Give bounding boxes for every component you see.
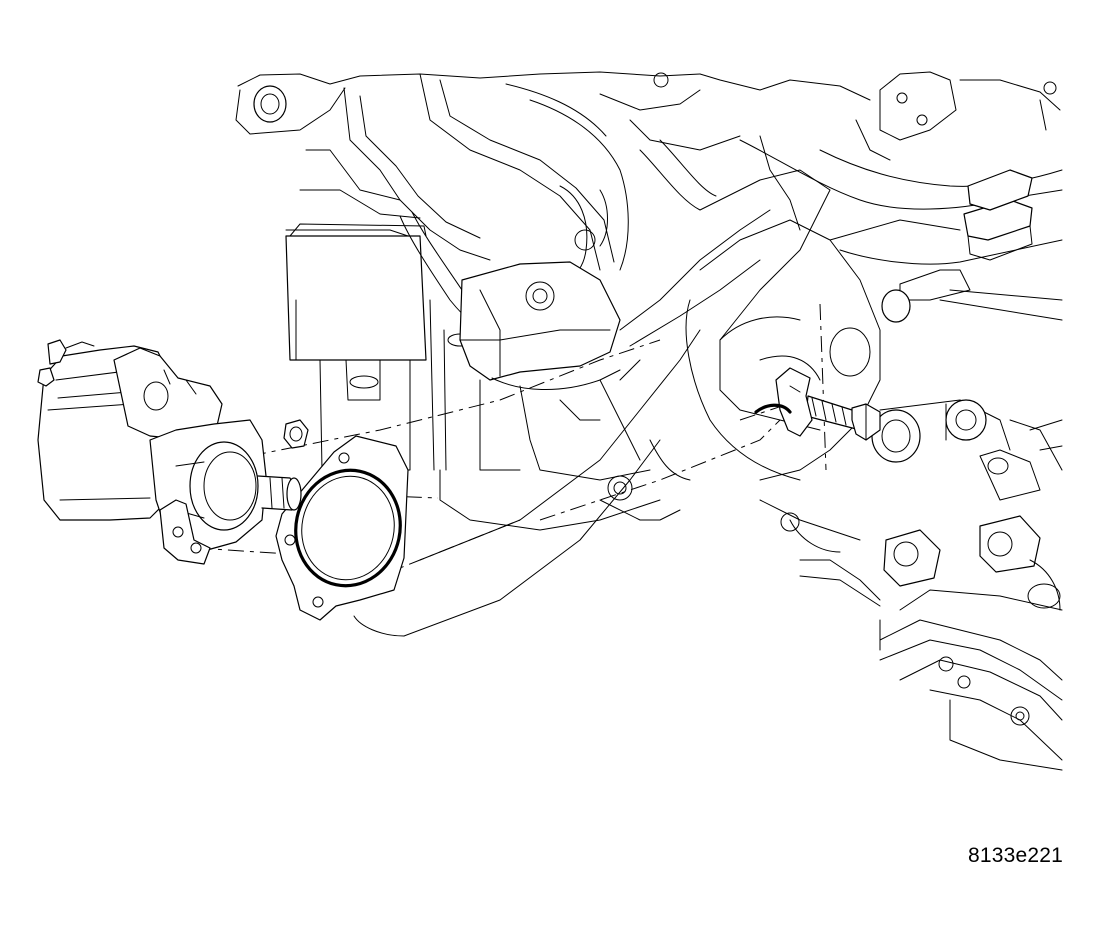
nut bbox=[283, 419, 309, 449]
subframe-outline bbox=[353, 139, 831, 637]
starter-motor bbox=[37, 339, 302, 565]
wire-clip bbox=[754, 367, 813, 437]
transmission-housing bbox=[685, 71, 1063, 771]
mounting-plate bbox=[275, 435, 409, 621]
engine-block bbox=[235, 71, 741, 531]
figure-code: 8133e221 bbox=[967, 844, 1063, 867]
bolt bbox=[805, 395, 881, 441]
